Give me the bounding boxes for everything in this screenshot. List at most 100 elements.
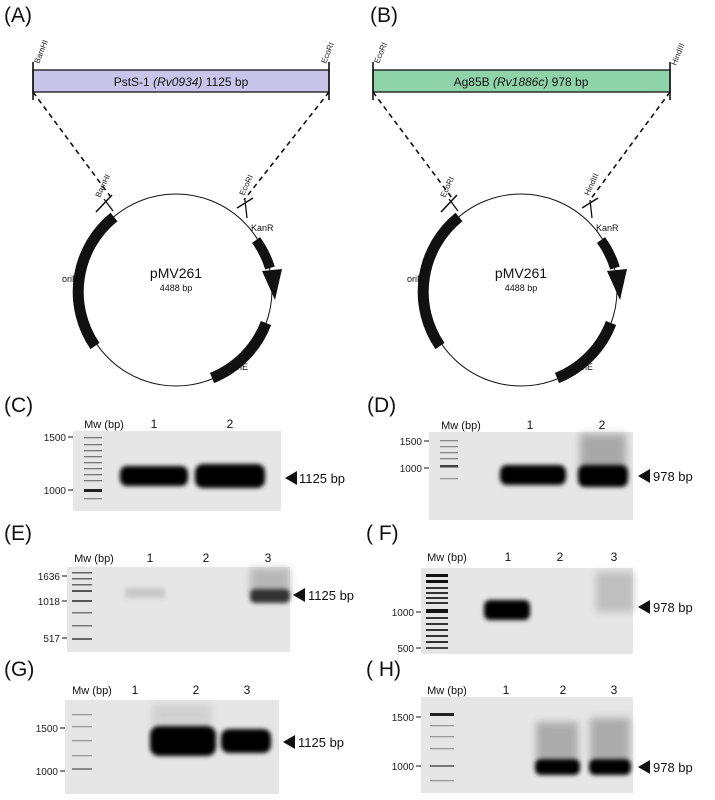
mw-label-c: Mw (bp) [84, 419, 124, 431]
gel-band [589, 759, 631, 775]
kanr-segment [251, 237, 275, 270]
tick-label: 1500 [36, 724, 59, 735]
panel-c-label: (C) [4, 394, 33, 417]
tick-label: 517 [43, 634, 60, 645]
lane-label: 3 [611, 683, 618, 697]
band-arrow-d [638, 469, 650, 483]
orim-label-a: oriM [62, 274, 80, 284]
tick-label: 1018 [38, 597, 61, 608]
gel-smear [590, 718, 630, 762]
site-bamhi-a: BamHI [33, 39, 51, 65]
panel-g: (G) 1500 1000 Mw (bp) 1 2 3 1125 bp [4, 658, 344, 794]
orim-segment [417, 212, 463, 350]
kanr-arrowhead [607, 269, 627, 300]
mw-label-g: Mw (bp) [72, 685, 112, 697]
tick-label: 1636 [38, 572, 61, 583]
plasmid-map-b: EcoRI HindIII KanR oriM oriE pMV261 4488… [407, 172, 627, 387]
lane-label: 3 [265, 551, 272, 565]
band-size-label-c: 1125 bp [299, 471, 345, 486]
panel-b: (B) EcoRI HindIII Ag85B (Rv1886c) 978 bp… [370, 4, 687, 387]
band-arrow-h [638, 760, 650, 774]
orie-segment [209, 320, 272, 384]
gel-smear [536, 722, 578, 762]
panel-f: ( F) 1000 500 Mw (bp) 1 2 3 978 bp [366, 522, 693, 655]
mw-label-f: Mw (bp) [427, 552, 467, 564]
lane-label: 1 [147, 551, 154, 565]
lane-label: 3 [611, 550, 618, 564]
panel-b-label: (B) [370, 4, 398, 27]
plasmid-map-a: BamHI EcoRI KanR oriM oriE pMV261 4488 b… [62, 173, 282, 387]
panel-h-label: ( H) [366, 658, 401, 681]
lane-label: 2 [599, 418, 606, 432]
panel-d: (D) 1500 1000 Mw (bp) 1 2 978 bp [367, 394, 693, 520]
tick-label: 1000 [392, 762, 415, 773]
site-ecori-a: EcoRI [320, 41, 337, 65]
lane-label: 1 [505, 550, 512, 564]
panel-h: ( H) 1500 1000 Mw (bp) 1 2 3 978 bp [366, 658, 693, 793]
ladder-e [72, 572, 92, 640]
dashed-line-left-a [32, 91, 111, 197]
lane-label: 3 [244, 683, 251, 697]
panel-e: (E) 1636 1018 517 Mw (bp) 1 2 3 1125 bp [4, 522, 354, 652]
lane-label: 2 [560, 683, 567, 697]
band-size-label-h: 978 bp [653, 760, 693, 775]
plasmid-size-b: 4488 bp [505, 283, 538, 293]
gene-label-ag85b: Ag85B (Rv1886c) 978 bp [454, 75, 589, 89]
ladder-d [440, 440, 458, 480]
panel-d-label: (D) [367, 394, 396, 417]
tick-label: 1500 [392, 713, 415, 724]
orie-segment [554, 320, 617, 384]
gel-band [484, 600, 530, 620]
tick-label: 1000 [400, 464, 423, 475]
dashed-line-right-b [589, 91, 671, 201]
plasmid-site-hindiii-b: HindIII [583, 172, 601, 197]
kanr-label-a: KanR [251, 223, 274, 233]
tick-label: 1000 [44, 486, 67, 497]
plasmid-site-ecori-b: EcoRI [439, 175, 456, 199]
gene-label-pst1: PstS-1 (Rv0934) 1125 bp [114, 75, 249, 89]
kanr-arrowhead [262, 269, 282, 300]
tick-label: 1500 [44, 433, 67, 444]
ladder-c [84, 437, 102, 500]
gel-faint-band [125, 588, 165, 598]
orie-label-b: oriE [577, 362, 593, 372]
orie-label-a: oriE [232, 362, 248, 372]
band-size-label-d: 978 bp [653, 469, 693, 484]
site-hindiii-b: HindIII [670, 42, 687, 67]
plasmid-name-b: pMV261 [495, 265, 547, 281]
tick-label: 1000 [36, 767, 59, 778]
dashed-line-right-a [243, 91, 330, 201]
lane-label: 1 [503, 683, 510, 697]
plasmid-site-ecori-a: EcoRI [238, 173, 255, 197]
dashed-line-left-b [372, 91, 453, 199]
orim-segment [72, 212, 118, 350]
ladder-h [430, 713, 454, 782]
tick-label: 1000 [392, 608, 415, 619]
gel-band [250, 589, 290, 603]
gel-band [578, 465, 628, 487]
plasmid-size-a: 4488 bp [160, 283, 193, 293]
panel-c: (C) 1500 1000 Mw (bp) 1 2 1125 bp [4, 394, 345, 511]
mw-label-e: Mw (bp) [74, 553, 114, 565]
band-arrow-e [293, 588, 305, 602]
band-size-label-f: 978 bp [653, 600, 693, 615]
kanr-segment [596, 237, 620, 270]
gel-band [150, 726, 216, 756]
ladder-g [72, 714, 92, 770]
panel-f-label: ( F) [366, 522, 399, 545]
band-arrow-g [283, 735, 295, 749]
gel-band [120, 466, 188, 486]
gel-band [500, 465, 566, 485]
band-arrow-f [638, 600, 650, 614]
panel-a: (A) BamHI EcoRI PstS-1 (Rv0934) 1125 bp … [4, 4, 337, 387]
panel-g-label: (G) [4, 658, 34, 681]
mw-label-d: Mw (bp) [441, 420, 481, 432]
plasmid-name-a: pMV261 [150, 265, 202, 281]
lane-label: 2 [193, 683, 200, 697]
lane-label: 1 [151, 417, 158, 431]
orim-label-b: oriM [407, 274, 425, 284]
gel-band [535, 759, 580, 775]
tick-label: 500 [397, 644, 414, 655]
band-size-label-e: 1125 bp [308, 588, 354, 603]
ladder-f [426, 574, 448, 649]
